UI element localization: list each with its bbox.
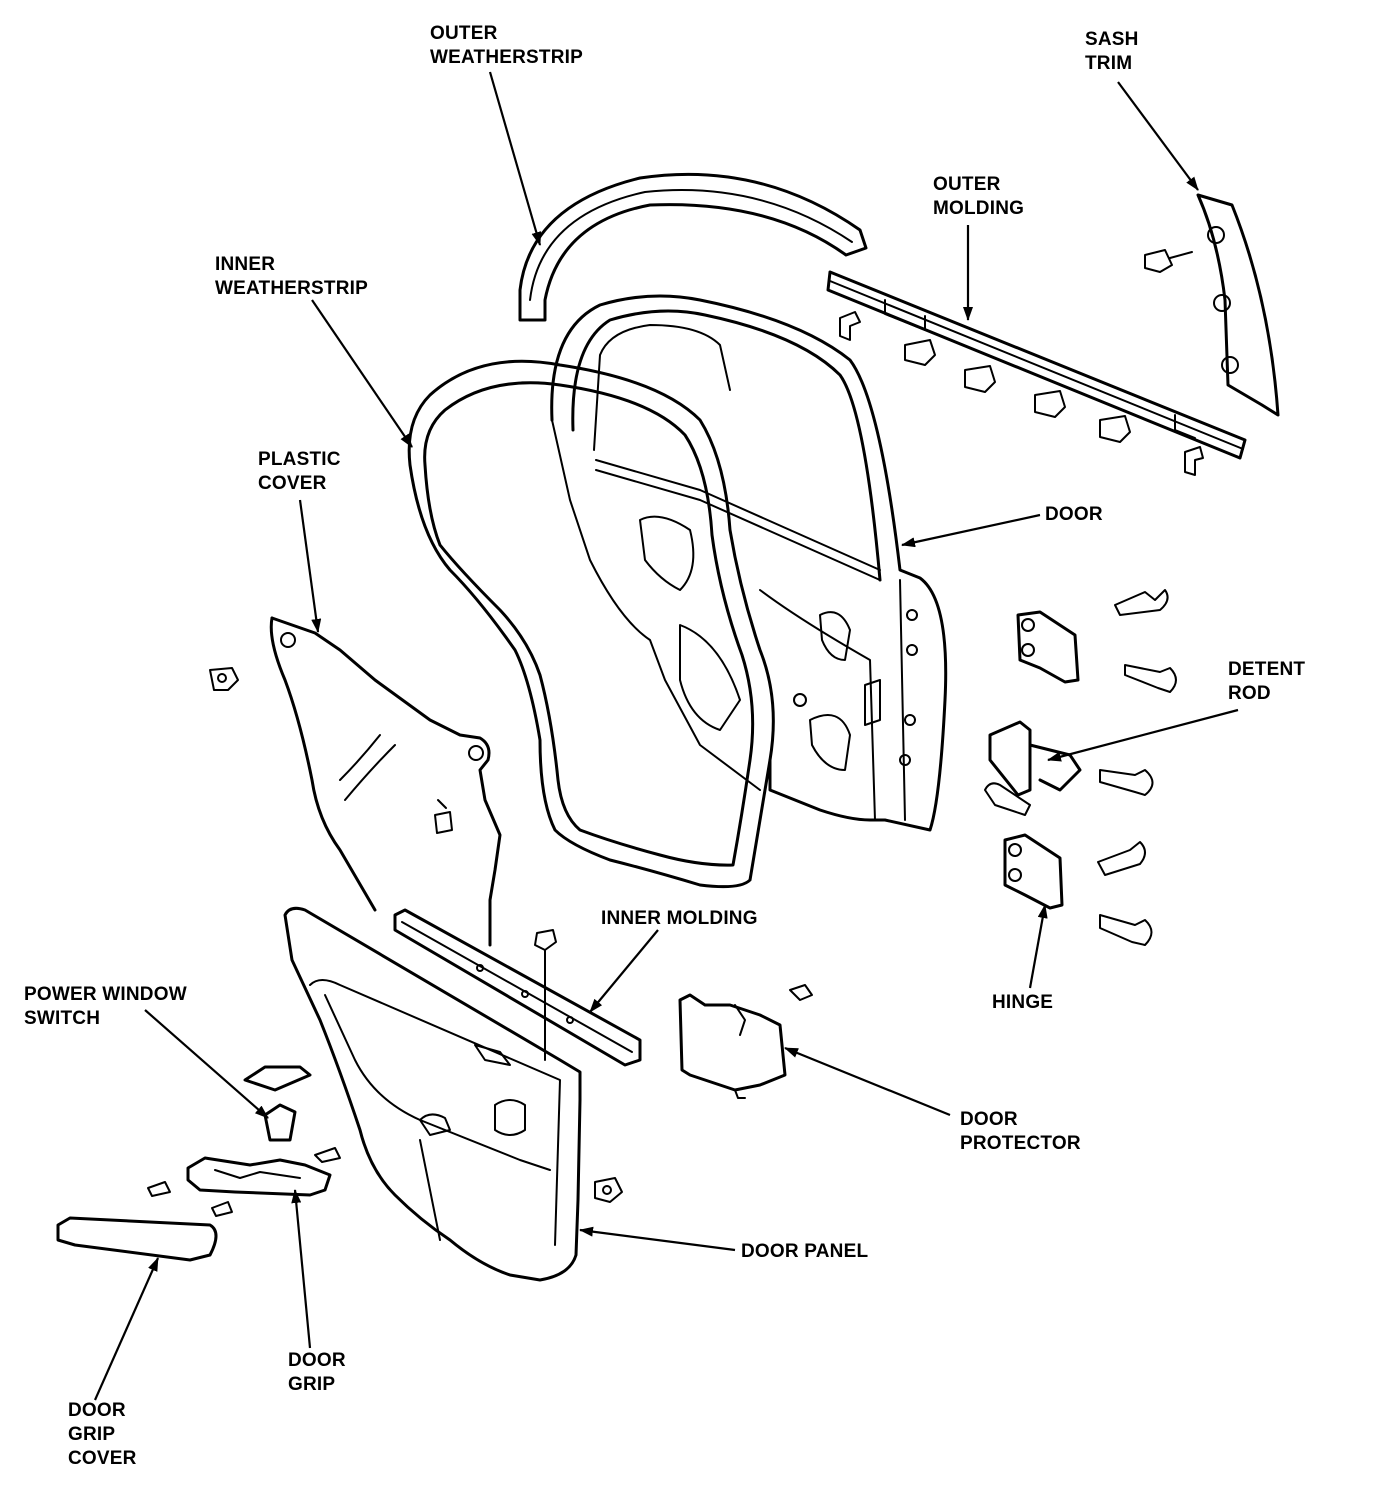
door-grip-cover-label: DOOR GRIP COVER — [68, 1400, 137, 1469]
hinge-label: HINGE — [992, 992, 1054, 1013]
sash-trim-label: SASH TRIM — [1085, 29, 1139, 74]
outer-weatherstrip-part — [518, 172, 868, 322]
door-protector-label: DOOR PROTECTOR — [960, 1109, 1081, 1154]
clip-part — [594, 1177, 623, 1203]
inner-weatherstrip-part — [407, 359, 775, 889]
clip-part — [534, 929, 557, 1061]
door-grip-label: DOOR GRIP — [288, 1350, 346, 1395]
inner-molding-part — [393, 908, 642, 1067]
leader-lines — [93, 71, 1239, 1401]
sash-trim-part — [1144, 193, 1280, 417]
outer-weatherstrip-label: OUTER WEATHERSTRIP — [430, 23, 583, 68]
door-protector-part — [678, 984, 813, 1099]
door-grip-part — [147, 1147, 341, 1217]
detent-rod-label: DETENT ROD — [1228, 659, 1306, 704]
door-grip-cover-part — [56, 1216, 218, 1262]
inner-molding-label: INNER MOLDING — [601, 908, 758, 929]
door-part — [550, 294, 948, 832]
door-label: DOOR — [1045, 504, 1103, 525]
outer-molding-label: OUTER MOLDING — [933, 174, 1025, 219]
door-panel-part — [283, 906, 582, 1282]
detent-rod-part — [984, 720, 1154, 816]
plastic-cover-part — [269, 616, 502, 947]
outer-molding-part — [826, 270, 1247, 476]
plastic-cover-label: PLASTIC COVER — [258, 449, 341, 494]
power-window-switch-part — [243, 1065, 312, 1142]
inner-weatherstrip-label: INNER WEATHERSTRIP — [215, 254, 368, 299]
lower-hinge-part — [1003, 833, 1153, 946]
power-window-switch-label: POWER WINDOW SWITCH — [24, 984, 187, 1029]
upper-hinge-part — [1016, 589, 1177, 693]
door-panel-label: DOOR PANEL — [741, 1241, 869, 1262]
clip-part — [209, 667, 239, 691]
